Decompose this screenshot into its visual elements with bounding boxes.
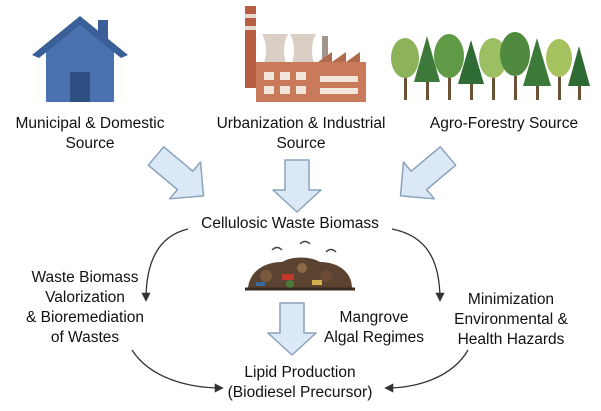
left-note-line-2: Valorization — [45, 289, 125, 306]
curved-arrows — [131, 228, 469, 393]
output-line-2: (Biodiesel Precursor) — [227, 384, 373, 401]
mangrove-line-1: Mangrove — [339, 309, 409, 326]
output-line-1: Lipid Production — [244, 364, 356, 381]
output-label: Lipid Production (Biodiesel Precursor) — [200, 363, 400, 403]
forest-icon — [391, 32, 590, 100]
curve-right-down — [391, 228, 445, 302]
mangrove-label: Mangrove Algal Regimes — [314, 308, 434, 348]
left-note-line-4: of Wastes — [50, 329, 120, 346]
left-note-line-1: Waste Biomass — [31, 269, 139, 286]
house-icon — [32, 16, 128, 102]
source-industrial-label: Urbanization & Industrial Source — [196, 114, 406, 154]
curve-left-to-lipid — [131, 349, 224, 393]
source-arrows — [147, 146, 457, 356]
right-note-line-3: Health Hazards — [457, 331, 565, 348]
left-note-label: Waste Biomass Valorization & Bioremediat… — [10, 268, 160, 348]
center-line-1: Cellulosic Waste Biomass — [201, 215, 379, 232]
factory-icon — [245, 6, 366, 102]
source-industrial-line-1: Urbanization & Industrial — [216, 115, 386, 132]
arrow-from-industrial — [272, 159, 322, 213]
source-agro-line-1: Agro-Forestry Source — [429, 115, 579, 132]
mangrove-line-2: Algal Regimes — [324, 329, 424, 346]
source-municipal-label: Municipal & Domestic Source — [0, 114, 180, 154]
source-industrial-line-2: Source — [276, 135, 326, 152]
source-agro-label: Agro-Forestry Source — [412, 114, 596, 134]
arrow-from-municipal — [147, 146, 205, 200]
left-note-line-3: & Bioremediation — [25, 309, 145, 326]
curve-right-to-lipid — [384, 349, 469, 393]
center-label: Cellulosic Waste Biomass — [170, 214, 410, 234]
right-note-label: Minimization Environmental & Health Haza… — [436, 290, 586, 350]
arrow-from-agro — [399, 146, 457, 200]
arrow-to-lipid — [267, 302, 317, 356]
source-municipal-line-2: Source — [65, 135, 115, 152]
curve-left-down — [141, 228, 189, 302]
right-note-line-2: Environmental & — [454, 311, 568, 328]
waste-pile-icon — [245, 240, 355, 291]
right-note-line-1: Minimization — [467, 291, 555, 308]
source-municipal-line-1: Municipal & Domestic — [15, 115, 165, 132]
